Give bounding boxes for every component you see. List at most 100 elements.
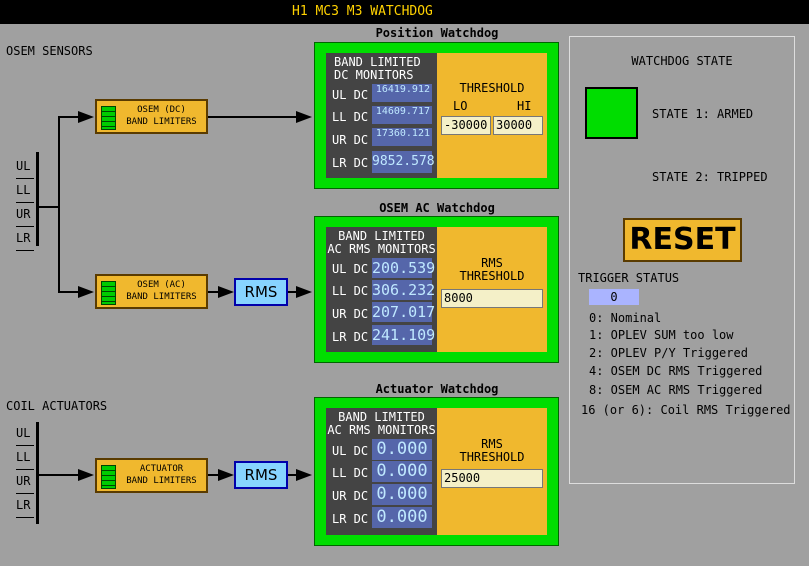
actuator-wire <box>39 474 79 476</box>
position-value-ll: 14609.717 <box>372 106 432 124</box>
osem-ac-band-limiters-text: OSEM (AC) BAND LIMITERS <box>119 279 204 303</box>
actuator-threshold-line1: RMS <box>481 437 503 451</box>
trigger-legend-item: 1: OPLEV SUM too low <box>589 328 734 342</box>
position-row-label-lr: LR DC <box>332 156 369 170</box>
actuator-channel-lr: LR <box>16 494 34 518</box>
trigger-status-label: TRIGGER STATUS <box>578 271 680 285</box>
state1-label: STATE 1: ARMED <box>652 107 754 121</box>
actuator-band-limiters-button[interactable]: ACTUATOR BAND LIMITERS <box>95 458 208 493</box>
position-hi-input[interactable]: 30000 <box>493 116 543 135</box>
osem-ac-row-label-ll: LL DC <box>332 284 369 298</box>
trigger-legend-item: 0: Nominal <box>589 311 662 325</box>
osem-ac-heading-line1: BAND LIMITED <box>338 229 425 243</box>
position-value-lr: 9852.578 <box>372 151 435 173</box>
position-row-label-ll: LL DC <box>332 110 369 124</box>
osem-ac-monitor-heading: BAND LIMITED AC RMS MONITORS <box>326 230 437 256</box>
osem-dc-band-limiters-button[interactable]: OSEM (DC) BAND LIMITERS <box>95 99 208 134</box>
osem-rms-button[interactable]: RMS <box>234 278 288 306</box>
position-lo-input[interactable]: -30000 <box>441 116 491 135</box>
position-threshold-label: THRESHOLD <box>459 81 525 95</box>
arrow-icon <box>78 111 94 123</box>
window-title: H1 MC3 M3 WATCHDOG <box>292 4 433 19</box>
position-monitor-heading: BAND LIMITED DC MONITORS <box>334 56 421 82</box>
actuator-value-ul: 0.000 <box>372 439 432 460</box>
band-limiter-icon <box>101 465 116 489</box>
position-value-ur: 17360.121 <box>372 128 432 146</box>
trigger-legend-item: 2: OPLEV P/Y Triggered <box>589 346 748 360</box>
actuator-threshold-line2: THRESHOLD <box>459 450 525 464</box>
actuator-row-label-ul: UL DC <box>332 444 369 458</box>
rms-to-ac-wire <box>288 291 298 293</box>
reset-button[interactable]: RESET <box>623 218 742 262</box>
osem-ac-monitor-panel: BAND LIMITED AC RMS MONITORS UL DC 200.5… <box>326 227 437 352</box>
actuator-monitor-heading: BAND LIMITED AC RMS MONITORS <box>326 411 437 437</box>
actuator-line2: BAND LIMITERS <box>126 476 197 486</box>
dc-to-position-wire <box>208 116 296 118</box>
trigger-legend-item: 4: OSEM DC RMS Triggered <box>589 364 763 378</box>
sensor-channel-ll: LL <box>16 179 34 203</box>
actuator-rms-button[interactable]: RMS <box>234 461 288 489</box>
osem-ac-watchdog-panel: BAND LIMITED AC RMS MONITORS UL DC 200.5… <box>314 216 559 363</box>
sensor-channel-ul: UL <box>16 155 34 179</box>
position-watchdog-panel: BAND LIMITED DC MONITORS UL DC 16419.912… <box>314 42 559 189</box>
osem-dc-line1: OSEM (DC) <box>137 105 186 115</box>
osem-ac-watchdog-title: OSEM AC Watchdog <box>379 201 495 215</box>
arrow-icon <box>78 286 94 298</box>
osem-ac-threshold-label: RMS THRESHOLD <box>437 257 547 283</box>
actuator-row-label-lr: LR DC <box>332 512 369 526</box>
position-threshold-panel: THRESHOLD LO HI -30000 30000 <box>437 53 547 178</box>
actuator-line1: ACTUATOR <box>139 464 184 474</box>
osem-ac-threshold-panel: RMS THRESHOLD 8000 <box>437 227 547 352</box>
title-bar: H1 MC3 M3 WATCHDOG <box>0 0 809 24</box>
osem-ac-row-label-ul: UL DC <box>332 262 369 276</box>
actuator-heading-line1: BAND LIMITED <box>338 410 425 424</box>
position-heading-line2: DC MONITORS <box>334 68 414 82</box>
position-row-label-ur: UR DC <box>332 133 369 147</box>
actuator-channel-ll: LL <box>16 446 34 470</box>
arrow-icon <box>296 286 312 298</box>
actuator-channel-list: UL LL UR LR <box>16 422 34 518</box>
arrow-icon <box>296 469 312 481</box>
state-indicator <box>585 87 638 139</box>
state2-label: STATE 2: TRIPPED <box>652 170 768 184</box>
sensor-channel-lr: LR <box>16 227 34 251</box>
actuator-value-ur: 0.000 <box>372 484 432 505</box>
rms-to-actuator-wire <box>288 474 298 476</box>
osem-ac-threshold-input[interactable]: 8000 <box>441 289 543 308</box>
osem-ac-threshold-line1: RMS <box>481 256 503 270</box>
actuator-threshold-panel: RMS THRESHOLD 25000 <box>437 408 547 535</box>
actuator-bus-bar <box>36 422 39 524</box>
actuator-threshold-label: RMS THRESHOLD <box>437 438 547 464</box>
band-limiter-icon <box>101 106 116 130</box>
osem-ac-value-lr: 241.109 <box>372 325 436 345</box>
actuator-value-lr: 0.000 <box>372 507 432 528</box>
arrow-icon <box>296 111 312 123</box>
sensor-channel-list: UL LL UR LR <box>16 155 34 251</box>
actuator-watchdog-panel: BAND LIMITED AC RMS MONITORS UL DC 0.000… <box>314 397 559 546</box>
position-watchdog-title: Position Watchdog <box>375 26 499 40</box>
position-value-ul: 16419.912 <box>372 84 432 102</box>
position-monitor-panel: BAND LIMITED DC MONITORS UL DC 16419.912… <box>326 53 437 178</box>
actuator-value-ll: 0.000 <box>372 461 432 482</box>
sensor-ac-wire <box>58 291 80 293</box>
position-heading-line1: BAND LIMITED <box>334 55 421 69</box>
watchdog-state-panel: WATCHDOG STATE STATE 1: ARMED STATE 2: T… <box>569 36 795 484</box>
position-hi-label: HI <box>517 99 532 113</box>
osem-ac-threshold-line2: THRESHOLD <box>459 269 525 283</box>
osem-ac-line2: BAND LIMITERS <box>126 292 197 302</box>
actuator-row-label-ll: LL DC <box>332 466 369 480</box>
osem-ac-heading-line2: AC RMS MONITORS <box>327 242 436 256</box>
osem-dc-band-limiters-text: OSEM (DC) BAND LIMITERS <box>119 104 204 128</box>
osem-dc-line2: BAND LIMITERS <box>126 117 197 127</box>
sensor-split-wire <box>58 116 60 293</box>
osem-ac-value-ll: 306.232 <box>372 280 436 300</box>
actuator-row-label-ur: UR DC <box>332 489 369 503</box>
actuator-threshold-input[interactable]: 25000 <box>441 469 543 488</box>
osem-ac-band-limiters-button[interactable]: OSEM (AC) BAND LIMITERS <box>95 274 208 309</box>
actuator-watchdog-title: Actuator Watchdog <box>375 382 499 396</box>
actuator-heading-line2: AC RMS MONITORS <box>327 423 436 437</box>
osem-ac-value-ul: 200.539 <box>372 258 436 278</box>
arrow-icon <box>218 286 234 298</box>
position-lo-label: LO <box>453 99 468 113</box>
sensor-dc-wire <box>58 116 80 118</box>
